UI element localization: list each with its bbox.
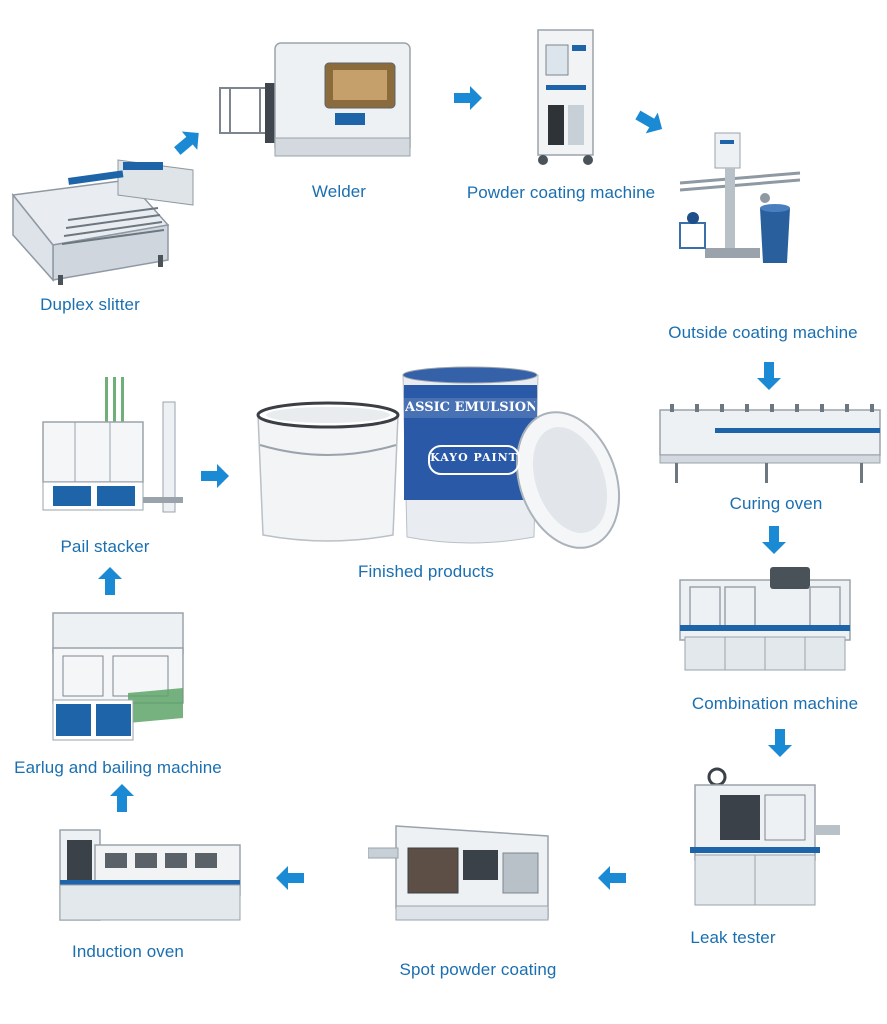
spot-powder-coating-unit — [368, 825, 549, 921]
arrow-earlug-to-stacker — [98, 567, 122, 595]
arrow-spot-to-induction-shape — [276, 866, 304, 890]
label-duplex-slitter: Duplex slitter — [40, 295, 140, 314]
arrow-curing-to-combination — [762, 526, 786, 554]
induction-oven-unit — [59, 829, 241, 921]
welder-machine — [219, 42, 411, 157]
arrow-powder-to-outside-shape — [635, 110, 663, 134]
label-outside-coating-machine: Outside coating machine — [668, 323, 858, 342]
arrow-stacker-to-products — [201, 464, 229, 488]
earlug-bailing-machine-unit — [52, 612, 184, 741]
arrow-powder-to-outside — [635, 110, 663, 134]
label-pail-stacker: Pail stacker — [60, 537, 150, 556]
label-combination-machine: Combination machine — [691, 694, 859, 713]
outside-coating-machine-unit — [679, 132, 801, 263]
arrow-slitter-to-welder-shape — [174, 131, 199, 155]
arrow-outside-to-curing — [757, 362, 781, 390]
label-induction-oven: Induction oven — [72, 942, 184, 961]
label-curing-oven: Curing oven — [729, 494, 823, 513]
label-finished-products: Finished products — [358, 562, 494, 581]
arrow-stacker-to-products-shape — [201, 464, 229, 488]
finished-products-image — [256, 366, 621, 549]
curing-oven-unit — [659, 404, 881, 483]
arrow-induction-to-earlug — [110, 784, 134, 812]
can-brand-logo — [428, 445, 520, 475]
leak-tester-unit — [690, 767, 840, 906]
duplex-slitter-machine — [11, 159, 194, 285]
label-earlug-and-bailing-machine: Earlug and bailing machine — [14, 758, 222, 777]
arrow-leak-to-spot — [598, 866, 626, 890]
label-leak-tester: Leak tester — [690, 928, 776, 947]
label-spot-powder-coating: Spot powder coating — [399, 960, 557, 979]
combination-machine-unit — [679, 567, 851, 671]
arrow-earlug-to-stacker-shape — [98, 567, 122, 595]
powder-coating-cabinet — [537, 29, 594, 165]
label-powder-coating-machine: Powder coating machine — [466, 183, 656, 202]
can-band-text: ASSIC EMULSION PAI — [405, 400, 535, 415]
arrow-leak-to-spot-shape — [598, 866, 626, 890]
arrow-curing-to-combination-shape — [762, 526, 786, 554]
arrow-outside-to-curing-shape — [757, 362, 781, 390]
arrow-spot-to-induction — [276, 866, 304, 890]
arrow-induction-to-earlug-shape — [110, 784, 134, 812]
arrow-welder-to-powder-shape — [454, 86, 482, 110]
pail-stacker-unit — [42, 377, 183, 513]
arrow-combination-to-leak — [768, 729, 792, 757]
label-welder: Welder — [311, 182, 367, 201]
arrow-slitter-to-welder — [174, 131, 199, 155]
arrow-combination-to-leak-shape — [768, 729, 792, 757]
arrow-welder-to-powder — [454, 86, 482, 110]
can-brand-text: KAYO PAINT — [430, 451, 518, 464]
